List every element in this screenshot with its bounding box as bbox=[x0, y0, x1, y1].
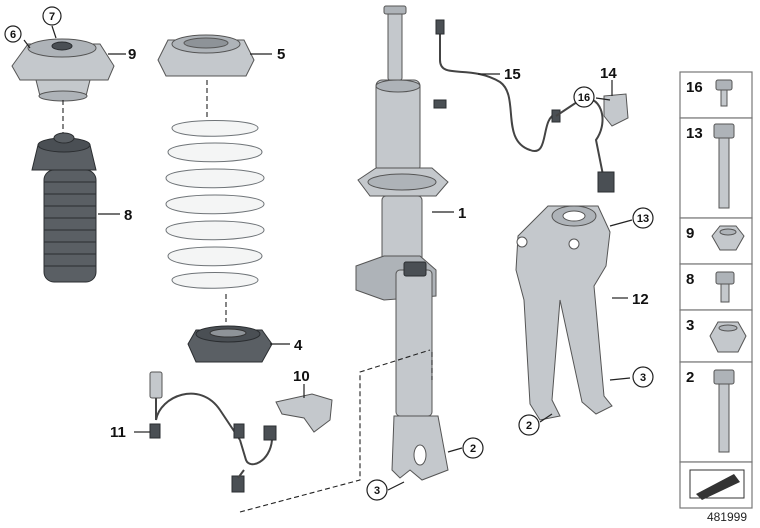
circle-label-9: 7 bbox=[42, 6, 62, 26]
circle-label-3-knuckle: 3 bbox=[632, 366, 654, 388]
label-15: 15 bbox=[504, 66, 521, 83]
svg-text:2: 2 bbox=[526, 420, 532, 432]
circle-label-3-strut: 3 bbox=[366, 479, 388, 501]
sidebar-label-2: 2 bbox=[686, 369, 694, 386]
sidebar-label-16: 16 bbox=[686, 79, 703, 96]
sensor-bracket bbox=[603, 93, 629, 127]
label-11: 10 bbox=[293, 368, 310, 385]
svg-text:7: 7 bbox=[49, 11, 55, 23]
coil-spring bbox=[165, 120, 265, 289]
shock-absorber bbox=[355, 5, 449, 481]
label-6: 8 bbox=[124, 207, 132, 224]
sidebar-label-3: 3 bbox=[686, 317, 694, 334]
svg-text:13: 13 bbox=[637, 213, 649, 225]
label-1: 1 bbox=[458, 205, 466, 222]
circle-label-13: 13 bbox=[632, 207, 654, 229]
circle-label-16: 16 bbox=[573, 86, 595, 108]
label-4: 4 bbox=[294, 337, 303, 354]
dust-boot bbox=[31, 132, 97, 283]
sidebar-label-13: 13 bbox=[686, 125, 703, 142]
sensor-cable-lower bbox=[149, 371, 277, 493]
svg-text:6: 6 bbox=[10, 29, 16, 41]
leader-lines bbox=[23, 25, 633, 491]
svg-text:3: 3 bbox=[374, 485, 380, 497]
svg-text:3: 3 bbox=[640, 372, 646, 384]
circle-label-2-strut: 2 bbox=[462, 437, 484, 459]
sidebar-label-9: 9 bbox=[686, 225, 694, 242]
label-12: 12 bbox=[632, 291, 649, 308]
circle-label-8: 6 bbox=[4, 25, 22, 43]
document-number: 481999 bbox=[707, 510, 747, 524]
label-10: 11 bbox=[110, 424, 126, 441]
lower-spring-seat bbox=[187, 325, 273, 363]
steering-knuckle bbox=[515, 205, 613, 421]
label-7: 9 bbox=[128, 46, 136, 63]
svg-text:16: 16 bbox=[578, 92, 590, 104]
svg-text:2: 2 bbox=[470, 443, 476, 455]
sidebar-label-8: 8 bbox=[686, 271, 694, 288]
label-14: 14 bbox=[600, 65, 617, 82]
circle-label-2-knuckle: 2 bbox=[518, 414, 540, 436]
small-bracket bbox=[275, 393, 333, 433]
label-5: 5 bbox=[277, 46, 285, 63]
hardware-panel bbox=[679, 71, 753, 509]
upper-spring-seat bbox=[157, 34, 255, 118]
strut-mount-top bbox=[11, 38, 115, 102]
